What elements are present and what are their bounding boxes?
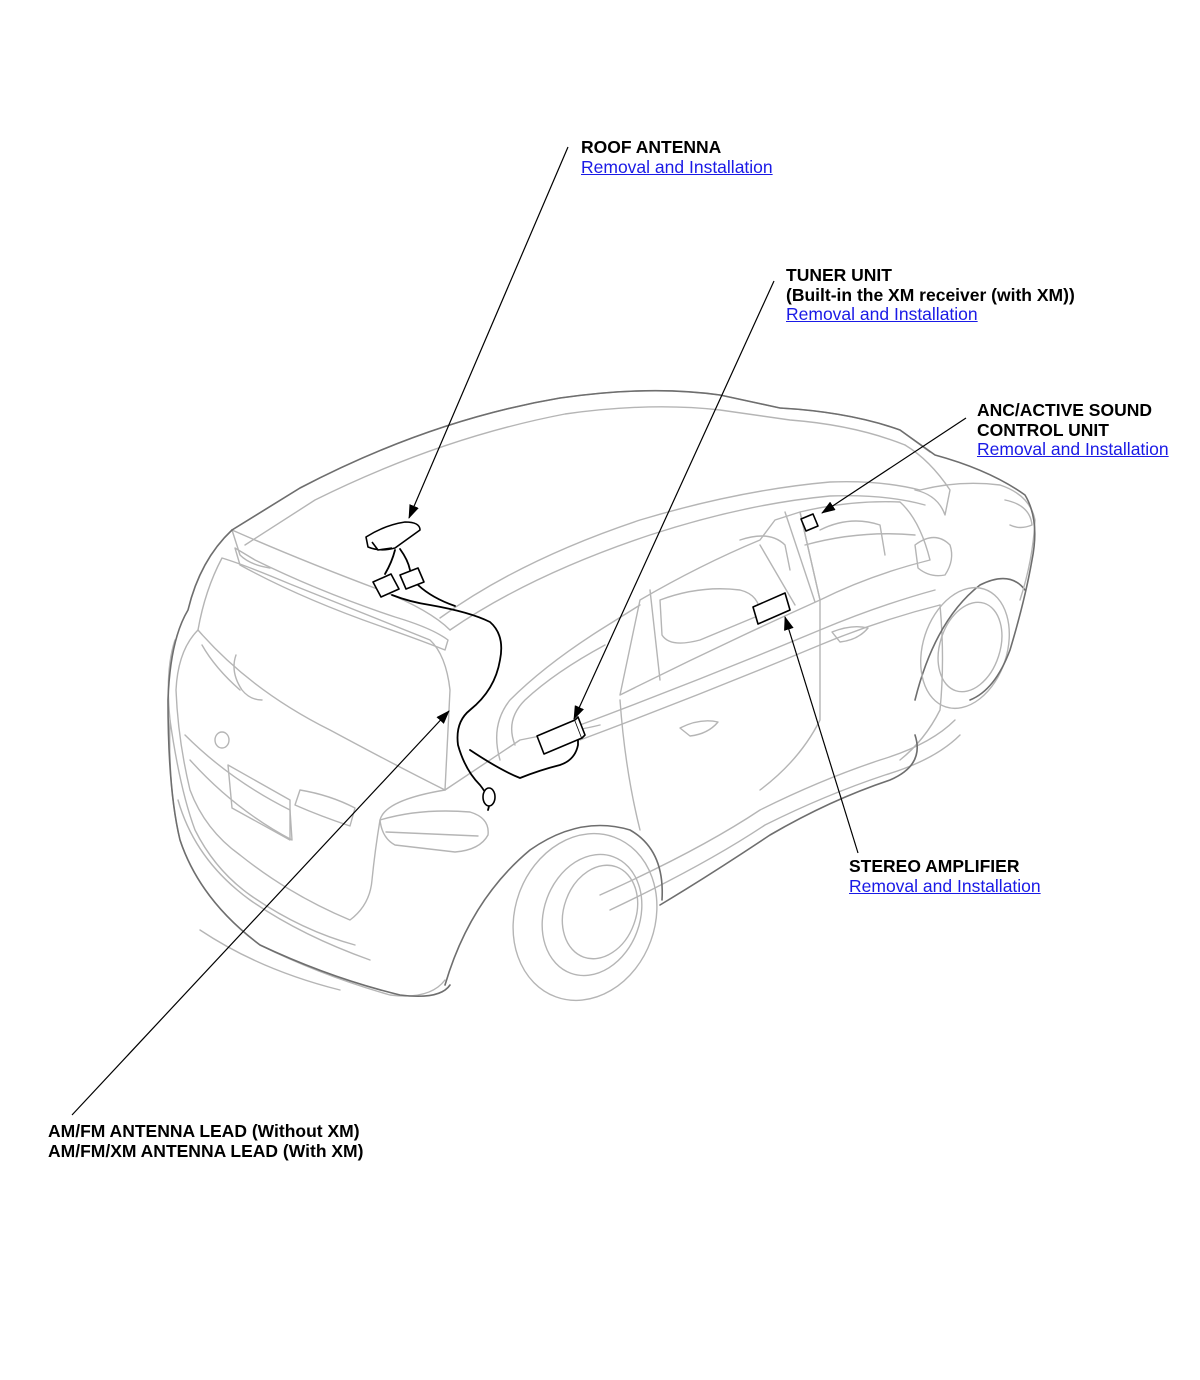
anc-unit-callout: ANC/ACTIVE SOUND CONTROL UNIT Removal an…	[977, 400, 1169, 460]
anc-unit-removal-link[interactable]: Removal and Installation	[977, 439, 1169, 459]
stereo-amplifier-title: STEREO AMPLIFIER	[849, 856, 1020, 876]
tuner-unit-callout: TUNER UNIT (Built-in the XM receiver (wi…	[786, 265, 1075, 325]
roof-antenna-leader	[408, 146, 569, 519]
roof-antenna-callout: ROOF ANTENNA Removal and Installation	[581, 137, 773, 177]
anc-unit-title-line1: ANC/ACTIVE SOUND	[977, 400, 1153, 420]
vehicle-illustration	[167, 389, 1036, 1002]
anc-unit-leader	[821, 417, 967, 514]
stereo-amplifier-callout: STEREO AMPLIFIER Removal and Installatio…	[849, 856, 1041, 896]
tuner-unit-removal-link[interactable]: Removal and Installation	[786, 304, 978, 324]
antenna-lead-wire	[391, 584, 579, 811]
stereo-amplifier-removal-link[interactable]: Removal and Installation	[849, 875, 1041, 896]
tuner-unit-leader	[573, 280, 775, 720]
antenna-lead-line1: AM/FM ANTENNA LEAD (Without XM)	[48, 1121, 360, 1141]
antenna-connector-part	[372, 548, 425, 598]
tuner-unit-subtitle: (Built-in the XM receiver (with XM))	[786, 284, 1075, 305]
anc-unit-part	[800, 513, 819, 532]
anc-unit-title-line2: CONTROL UNIT	[977, 419, 1109, 440]
stereo-amplifier-leader	[784, 616, 859, 854]
leader-lines	[71, 146, 967, 1116]
antenna-lead-callout: AM/FM ANTENNA LEAD (Without XM) AM/FM/XM…	[48, 1121, 364, 1161]
tuner-unit-title: TUNER UNIT	[786, 265, 892, 285]
roof-antenna-part	[365, 521, 421, 551]
roof-antenna-title: ROOF ANTENNA	[581, 137, 722, 157]
roof-antenna-removal-link[interactable]: Removal and Installation	[581, 156, 773, 177]
stereo-amplifier-part	[752, 592, 791, 625]
antenna-lead-leader	[71, 710, 450, 1116]
antenna-lead-line2: AM/FM/XM ANTENNA LEAD (With XM)	[48, 1140, 364, 1161]
tuner-unit-part	[536, 716, 586, 755]
